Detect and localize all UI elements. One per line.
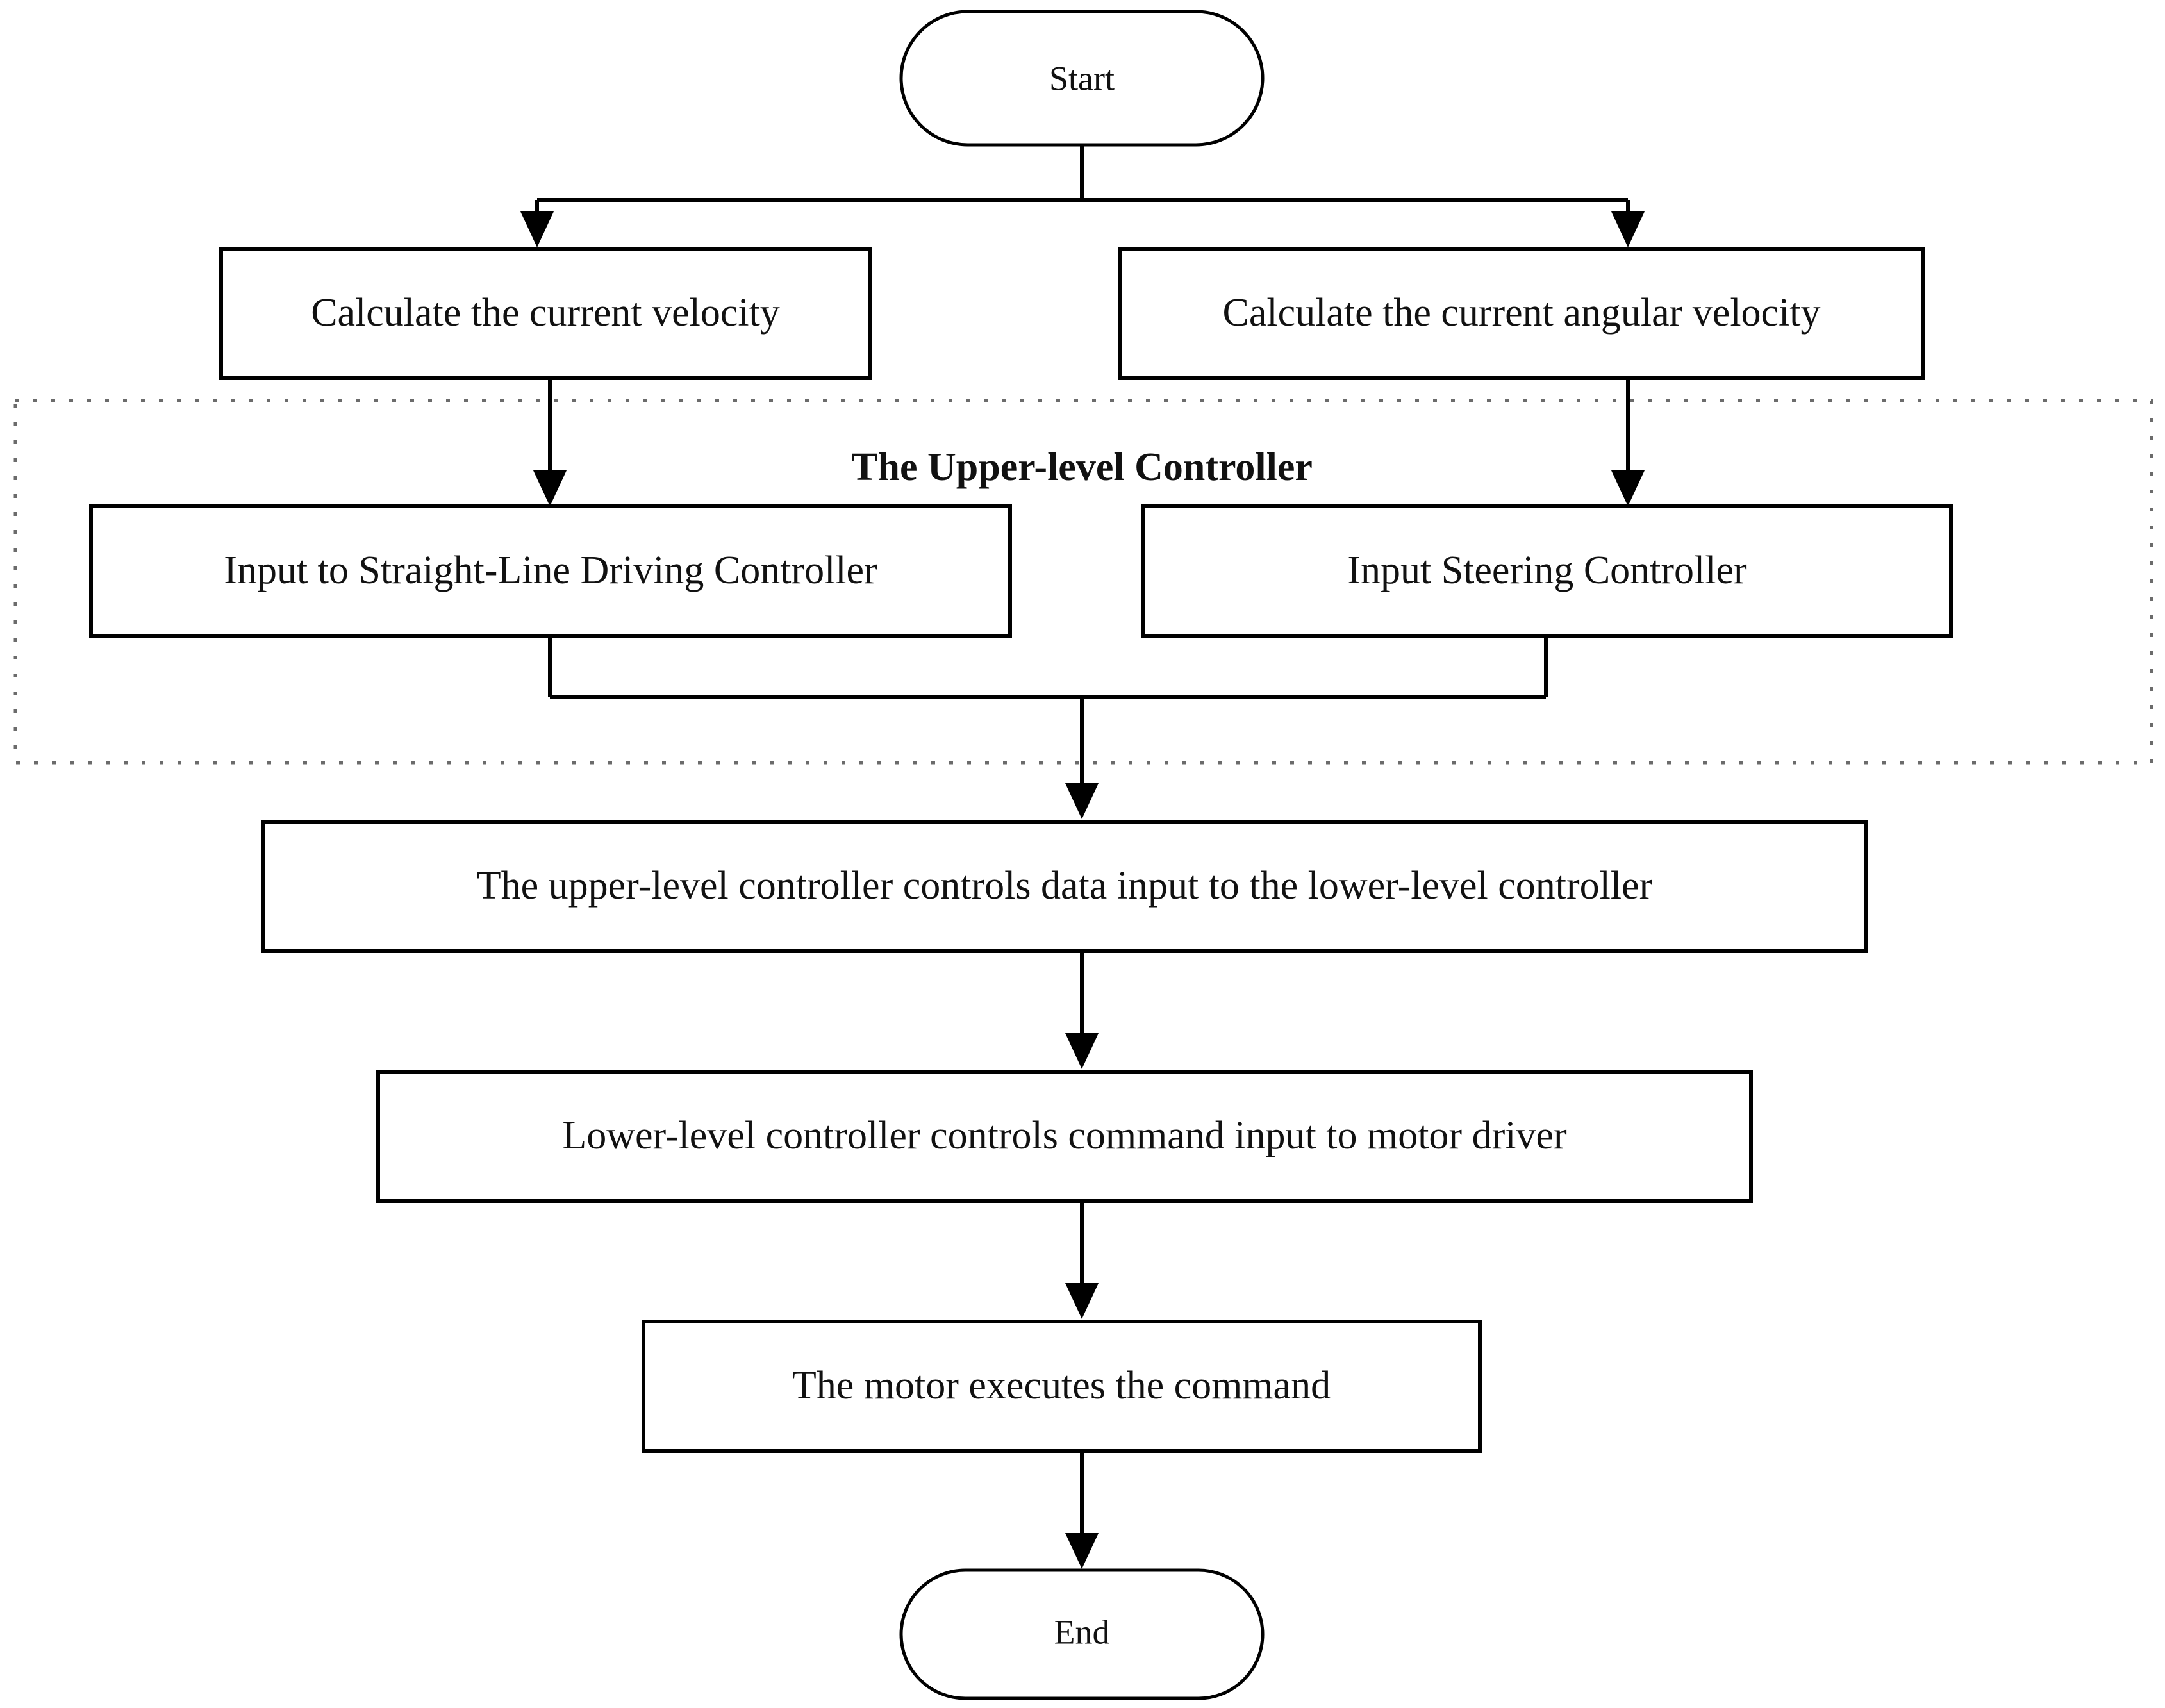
node-start[interactable]: Start (899, 10, 1265, 147)
motor-executes-command-label: The motor executes the command (792, 1364, 1331, 1407)
calculate-current-angular-velocity-label: Calculate the current angular velocity (1222, 291, 1820, 335)
arrowhead-lowertodriver-to-motorexecutes (1065, 1283, 1099, 1319)
calculate-current-velocity-shape (219, 247, 872, 380)
node-input-straight-line-driving-controller[interactable]: Input to Straight-Line Driving Controlle… (89, 504, 1012, 638)
node-end[interactable]: End (899, 1568, 1265, 1700)
motor-executes-command-shape (642, 1320, 1482, 1453)
arrowhead-motorexecutes-to-end (1065, 1533, 1099, 1569)
input-steering-controller-label: Input Steering Controller (1347, 549, 1747, 592)
input-straight-line-driving-controller-label: Input to Straight-Line Driving Controlle… (224, 549, 877, 592)
lower-level-controls-command-input-shape (376, 1070, 1753, 1203)
arrowhead-calcvel-to-inputstraight (533, 470, 567, 506)
end-label: End (1054, 1613, 1110, 1651)
lower-level-controls-command-input-label: Lower-level controller controls command … (562, 1114, 1567, 1157)
node-lower-level-controls-command-input[interactable]: Lower-level controller controls command … (376, 1070, 1753, 1203)
arrowhead-uppertolower-to-lowertodriver (1065, 1033, 1099, 1069)
node-calculate-current-angular-velocity[interactable]: Calculate the current angular velocity (1118, 247, 1925, 380)
node-calculate-current-velocity[interactable]: Calculate the current velocity (219, 247, 872, 380)
calculate-current-velocity-label: Calculate the current velocity (311, 291, 780, 335)
node-upper-level-controls-data-input[interactable]: The upper-level controller controls data… (261, 820, 1868, 953)
start-shape (899, 10, 1265, 147)
upper-level-controller-group-border (13, 399, 2153, 765)
upper-level-controls-data-input-label: The upper-level controller controls data… (477, 864, 1653, 908)
upper-level-controller-group-title: The Upper-level Controller (851, 445, 1313, 489)
node-input-steering-controller[interactable]: Input Steering Controller (1141, 504, 1953, 638)
start-label: Start (1049, 59, 1115, 97)
node-motor-executes-command[interactable]: The motor executes the command (642, 1320, 1482, 1453)
calculate-current-angular-velocity-shape (1118, 247, 1925, 380)
input-straight-line-driving-controller-shape (89, 504, 1012, 638)
input-steering-controller-shape (1141, 504, 1953, 638)
arrowhead-merge-to-upper-to-lower (1065, 783, 1099, 819)
end-shape (899, 1568, 1265, 1700)
arrowhead-start-to-calc-velocity (520, 211, 554, 247)
arrowhead-calcang-to-inputsteering (1611, 470, 1645, 506)
upper-level-controls-data-input-shape (261, 820, 1868, 953)
arrowhead-start-to-calc-angular-velocity (1611, 211, 1645, 247)
